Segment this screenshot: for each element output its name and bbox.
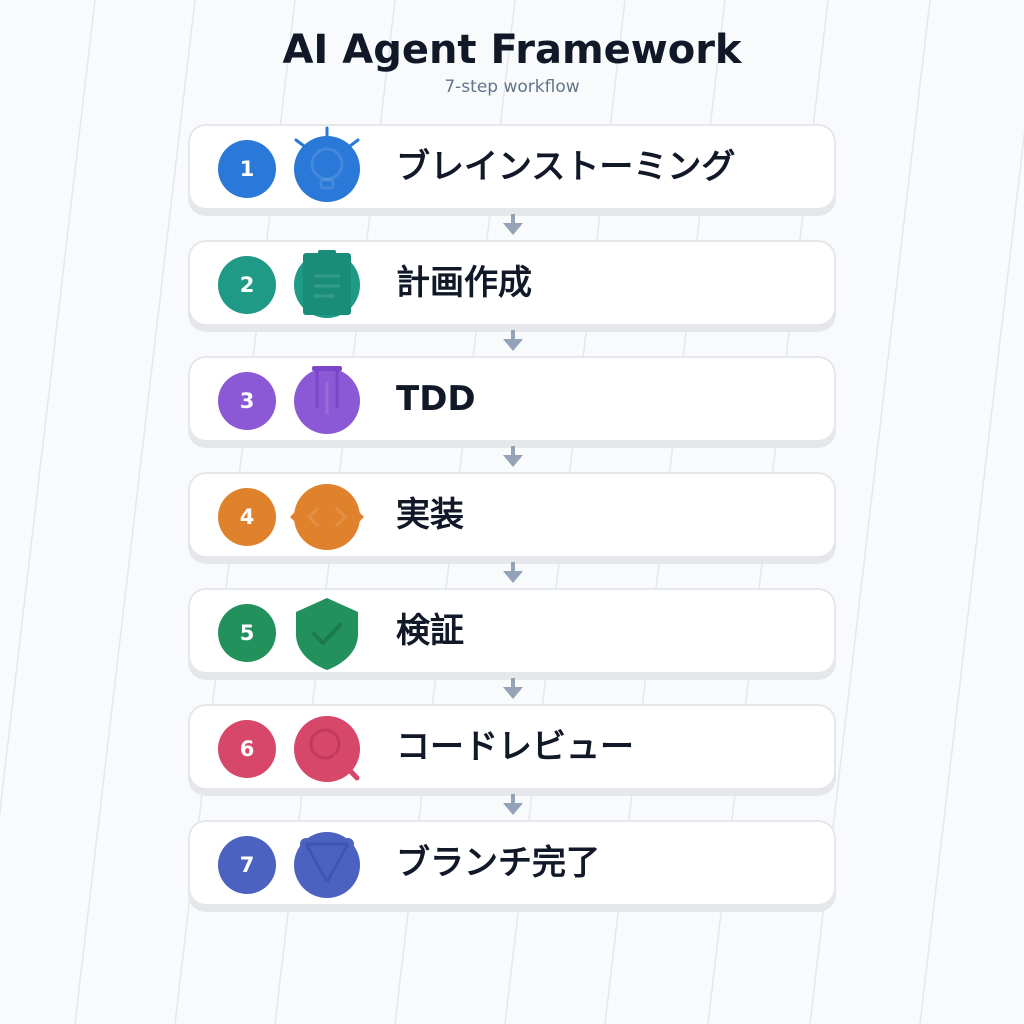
step-card-4: 4 実装: [188, 472, 836, 558]
test-tube-icon: [294, 366, 360, 434]
arrow-down-icon: [503, 214, 523, 235]
page-title: AI Agent Framework: [282, 27, 742, 73]
step-label: TDD: [396, 379, 476, 419]
step-card-3: 3 TDD: [188, 356, 836, 442]
step-label: 計画作成: [396, 263, 532, 303]
step-label: ブレインストーミング: [396, 147, 736, 187]
step-card-1: 1 ブレインストーミング: [188, 124, 836, 210]
arrow-down-icon: [503, 794, 523, 815]
step-label: 実装: [396, 495, 464, 535]
step-label: コードレビュー: [396, 727, 634, 767]
arrow-down-icon: [503, 330, 523, 351]
step-number-badge: 6: [218, 720, 276, 778]
step-label: ブランチ完了: [396, 843, 600, 883]
step-number-badge: 1: [218, 140, 276, 198]
lightbulb-icon: [294, 126, 360, 202]
arrow-down-icon: [503, 678, 523, 699]
arrow-down-icon: [503, 562, 523, 583]
shield-check-icon: [294, 598, 360, 670]
merge-branch-icon: [294, 832, 360, 898]
step-number-badge: 3: [218, 372, 276, 430]
step-card-6: 6 コードレビュー: [188, 704, 836, 790]
step-label: 検証: [396, 611, 464, 651]
step-card-7: 7 ブランチ完了: [188, 820, 836, 906]
step-number-badge: 5: [218, 604, 276, 662]
step-number-badge: 2: [218, 256, 276, 314]
magnifier-icon: [294, 716, 360, 782]
page-subtitle: 7-step workflow: [444, 77, 580, 97]
code-icon: [290, 484, 364, 550]
step-number-badge: 4: [218, 488, 276, 546]
step-card-2: 2 計画作成: [188, 240, 836, 326]
step-number-badge: 7: [218, 836, 276, 894]
clipboard-icon: [294, 250, 360, 318]
arrow-down-icon: [503, 446, 523, 467]
step-card-5: 5 検証: [188, 588, 836, 674]
